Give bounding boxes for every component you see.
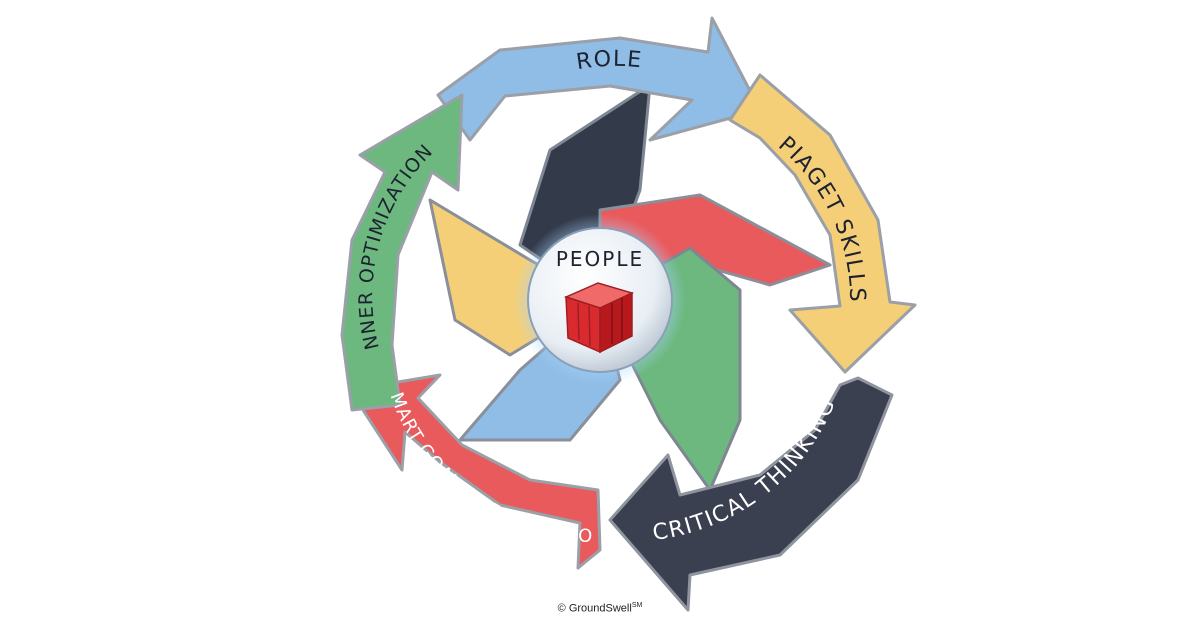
people-sphere: PEOPLE	[514, 214, 686, 386]
arrow-critical-thinking	[608, 376, 894, 612]
service-mark: SM	[631, 602, 643, 609]
arrow-role	[436, 16, 762, 142]
arrow-label-inner-optimization: INNER OPTIMIZATIONSM	[0, 0, 437, 352]
copyright-notice: © GroundSwellSM	[0, 602, 1200, 615]
arrow-piaget-skills	[728, 73, 917, 374]
copyright-text: © GroundSwell	[557, 602, 632, 615]
cube-icon	[563, 282, 635, 354]
arrow-inner-optimization	[340, 93, 464, 412]
center-label-people: PEOPLE	[556, 247, 644, 271]
arrow-label-role: ROLE	[575, 47, 644, 75]
